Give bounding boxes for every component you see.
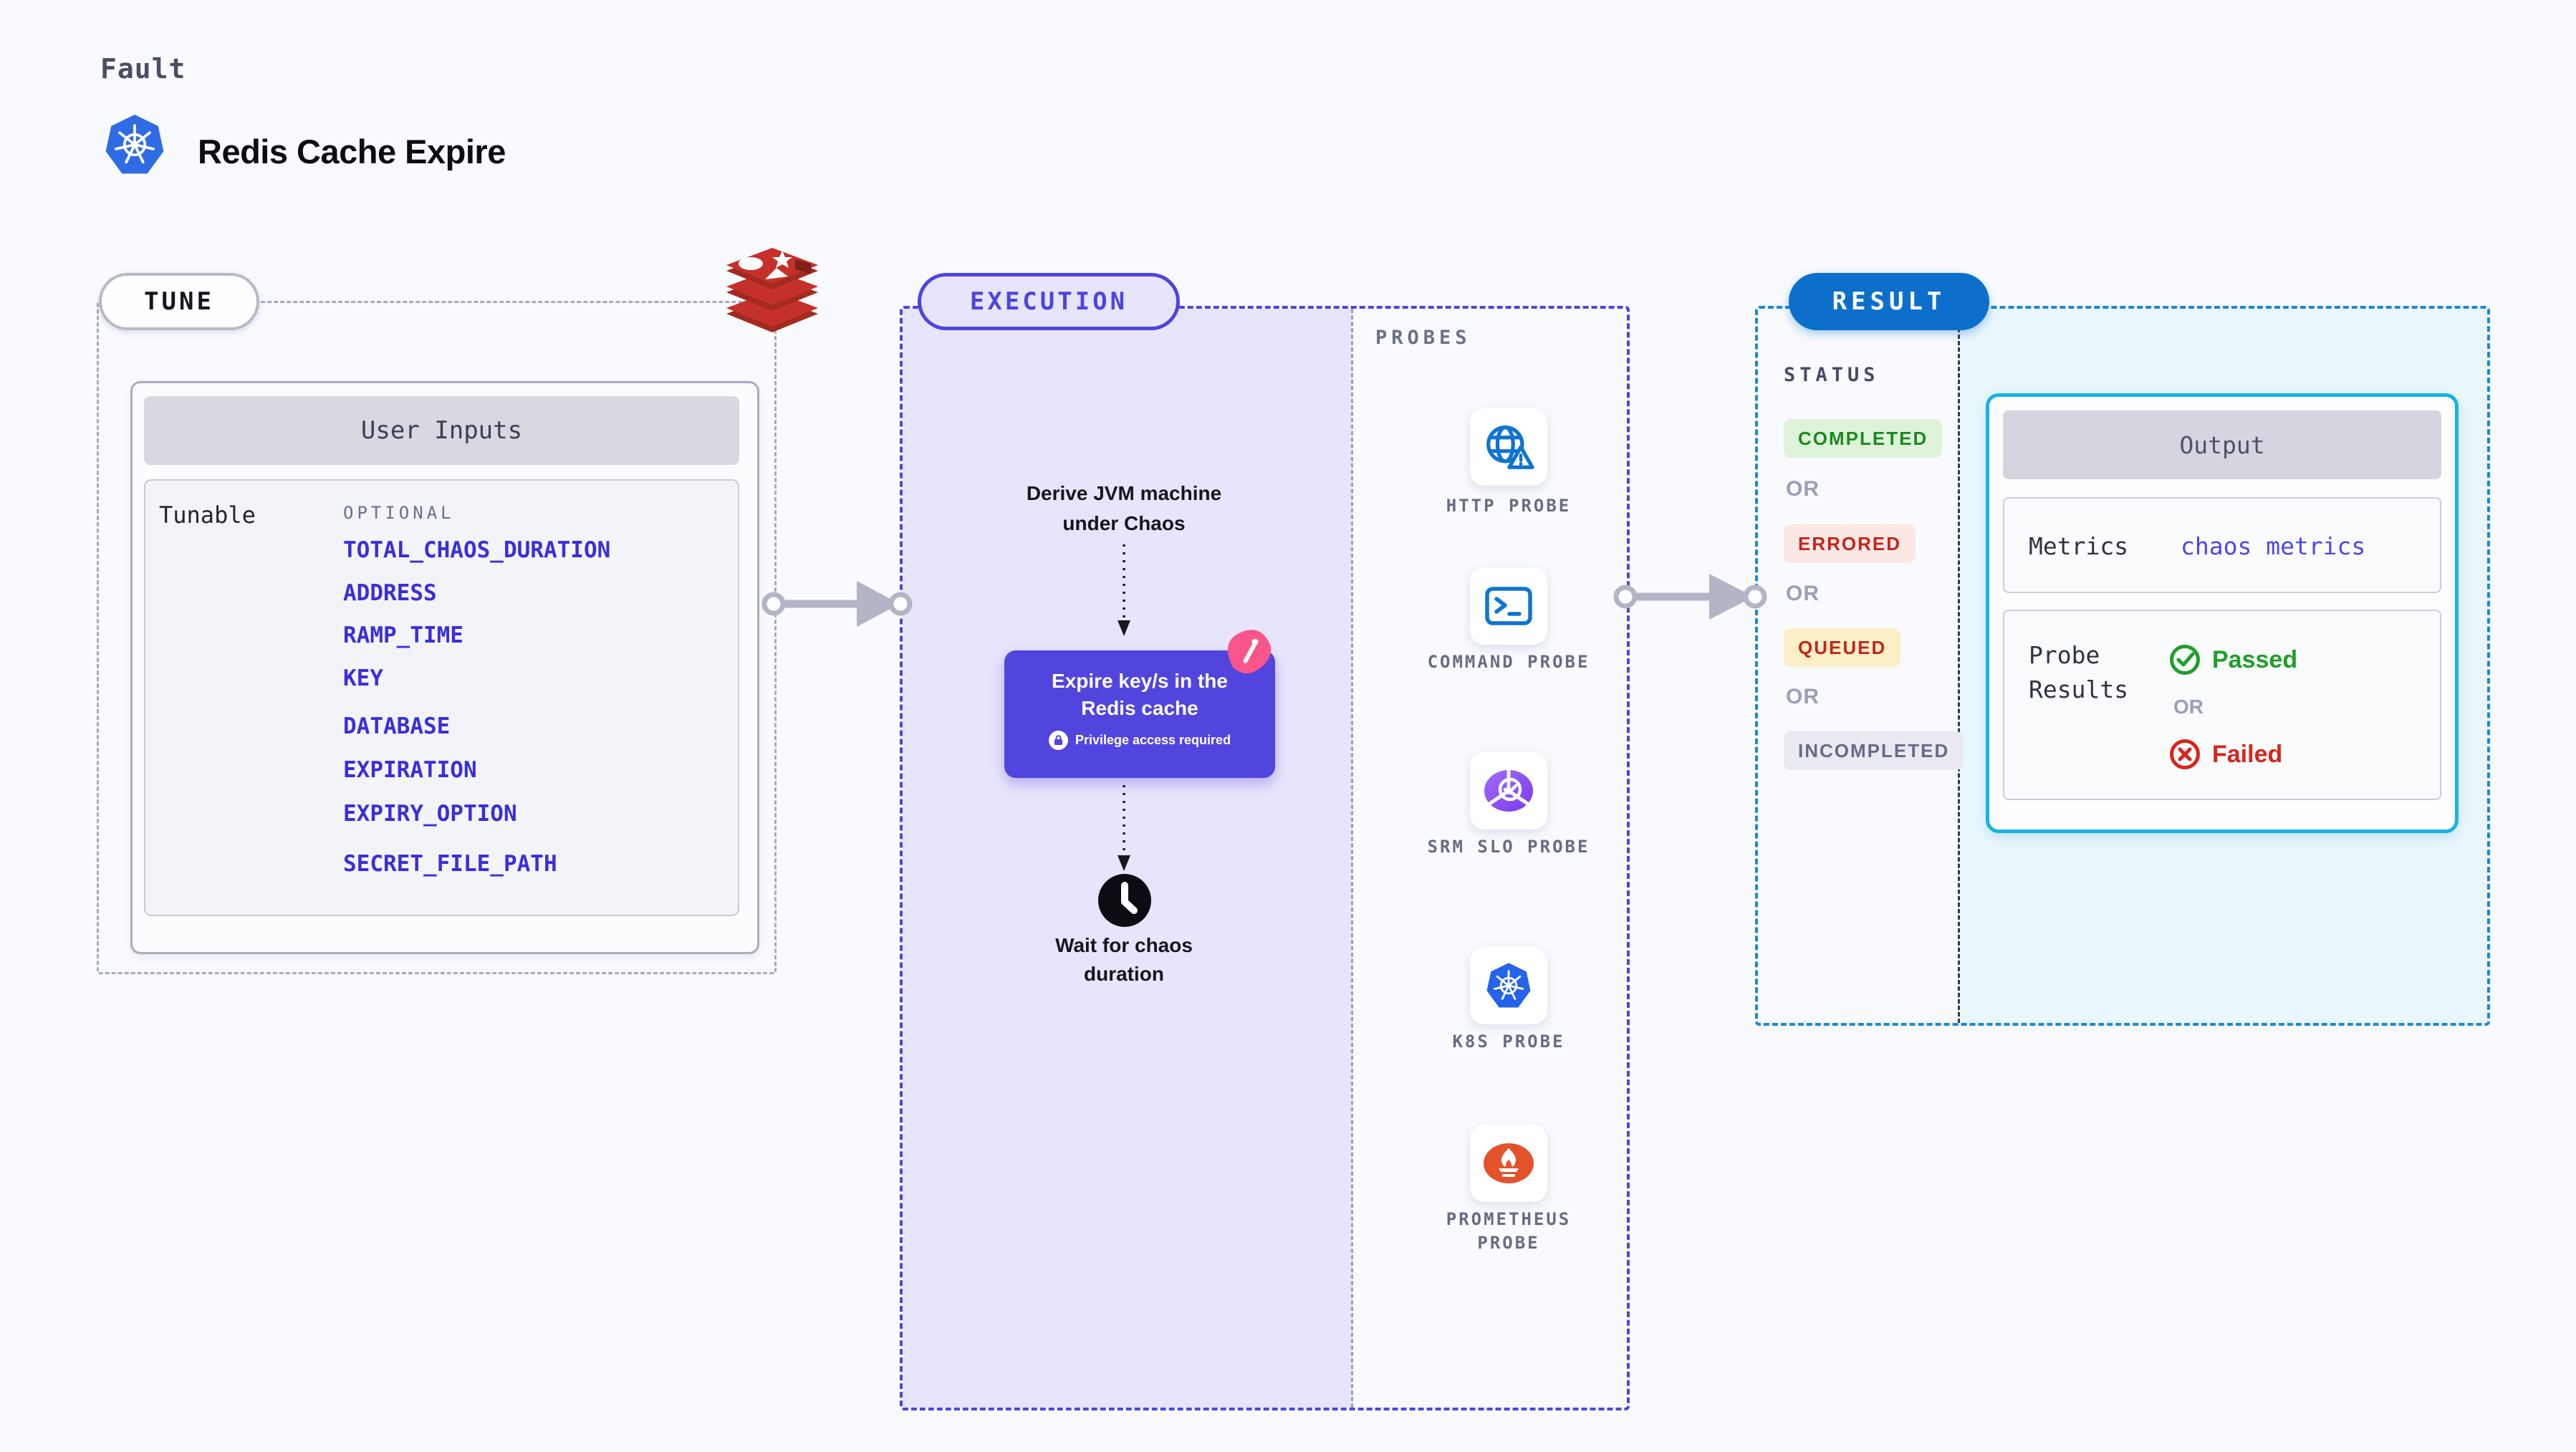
probes-column-label: PROBES	[1375, 327, 1471, 349]
check-circle-icon	[2169, 644, 2201, 675]
param-address[interactable]: ADDRESS	[343, 580, 437, 606]
slo-donut-check-icon	[1483, 769, 1534, 813]
status-badge-completed: COMPLETED	[1784, 419, 1943, 458]
probe-card-k8s	[1470, 947, 1547, 1024]
redis-icon	[721, 248, 824, 341]
result-stage-pill: RESULT	[1789, 273, 1989, 330]
probe-card-srm-slo	[1470, 752, 1547, 830]
status-badge-incompleted: INCOMPLETED	[1784, 731, 1964, 770]
page-title: Redis Cache Expire	[198, 133, 506, 170]
chaos-action-title: Expire key/s in the Redis cache	[1052, 670, 1228, 719]
probe-card-command	[1470, 567, 1547, 645]
probe-label-srm-slo: SRM SLO PROBE	[1427, 837, 1590, 857]
param-ramp-time[interactable]: RAMP_TIME	[343, 622, 463, 648]
chaos-badge-icon	[1218, 620, 1279, 682]
failed-label: Failed	[2212, 740, 2283, 768]
param-expiration[interactable]: EXPIRATION	[343, 757, 477, 783]
probe-label-http: HTTP PROBE	[1446, 496, 1572, 516]
or-separator: OR	[2173, 696, 2203, 718]
param-database[interactable]: DATABASE	[343, 713, 451, 739]
user-inputs-title: User Inputs	[144, 396, 739, 465]
output-card-title: Output	[2003, 410, 2441, 479]
fault-kicker: Fault	[100, 53, 186, 85]
param-secret-file-path[interactable]: SECRET_FILE_PATH	[343, 851, 557, 877]
param-key[interactable]: KEY	[343, 665, 383, 691]
privilege-note: Privilege access required	[1004, 731, 1275, 750]
probe-label-k8s: K8S PROBE	[1452, 1032, 1565, 1052]
x-circle-icon	[2169, 739, 2201, 770]
param-expiry-option[interactable]: EXPIRY_OPTION	[343, 801, 517, 827]
passed-row: Passed	[2169, 643, 2297, 677]
status-badge-errored: ERRORED	[1784, 524, 1916, 563]
or-separator: OR	[1786, 477, 1820, 501]
tune-stage-pill: TUNE	[99, 273, 259, 330]
privilege-note-text: Privilege access required	[1075, 733, 1231, 747]
metrics-label: Metrics	[2029, 532, 2129, 560]
status-badge-queued: QUEUED	[1784, 628, 1901, 667]
wait-step-label: Wait for chaos duration	[1055, 934, 1193, 985]
optional-group-label: OPTIONAL	[343, 503, 455, 523]
derive-step-label: Derive JVM machine under Chaos	[1026, 482, 1222, 534]
metrics-row: Metrics chaos metrics	[2003, 497, 2441, 593]
probe-results-values: Passed OR Failed	[2169, 643, 2297, 771]
chaos-action-box: Expire key/s in the Redis cache Privileg…	[1004, 650, 1275, 778]
probe-label-command: COMMAND PROBE	[1427, 652, 1590, 672]
lock-icon	[1048, 731, 1068, 750]
status-output-separator	[1958, 309, 1960, 1023]
param-total-chaos-duration[interactable]: TOTAL_CHAOS_DURATION	[343, 537, 611, 563]
tune-stage-box	[97, 301, 777, 974]
kubernetes-icon	[1484, 962, 1534, 1009]
tunable-row-label: Tunable	[159, 501, 256, 529]
or-separator: OR	[1786, 685, 1820, 708]
probe-card-http	[1470, 408, 1547, 486]
globe-alert-icon	[1483, 423, 1534, 471]
probe-label-prometheus: PROMETHEUS PROBE	[1446, 1209, 1572, 1253]
or-separator: OR	[1786, 582, 1820, 605]
execution-fill	[903, 309, 1351, 1408]
passed-label: Passed	[2212, 645, 2298, 673]
probe-card-prometheus	[1470, 1125, 1547, 1202]
kubernetes-icon	[105, 113, 165, 176]
terminal-icon	[1485, 587, 1532, 625]
clock-icon	[1097, 872, 1153, 928]
metrics-value-link[interactable]: chaos metrics	[2181, 532, 2366, 560]
execution-stage-pill: EXECUTION	[918, 273, 1180, 330]
prometheus-flame-icon	[1483, 1143, 1534, 1184]
status-column-label: STATUS	[1784, 364, 1880, 386]
probe-results-label: Probe Results	[2029, 641, 2129, 703]
user-inputs-list	[144, 479, 739, 916]
probe-results-row: Probe Results Passed OR	[2003, 610, 2441, 800]
probes-separator	[1351, 309, 1353, 1408]
failed-row: Failed	[2169, 737, 2282, 771]
